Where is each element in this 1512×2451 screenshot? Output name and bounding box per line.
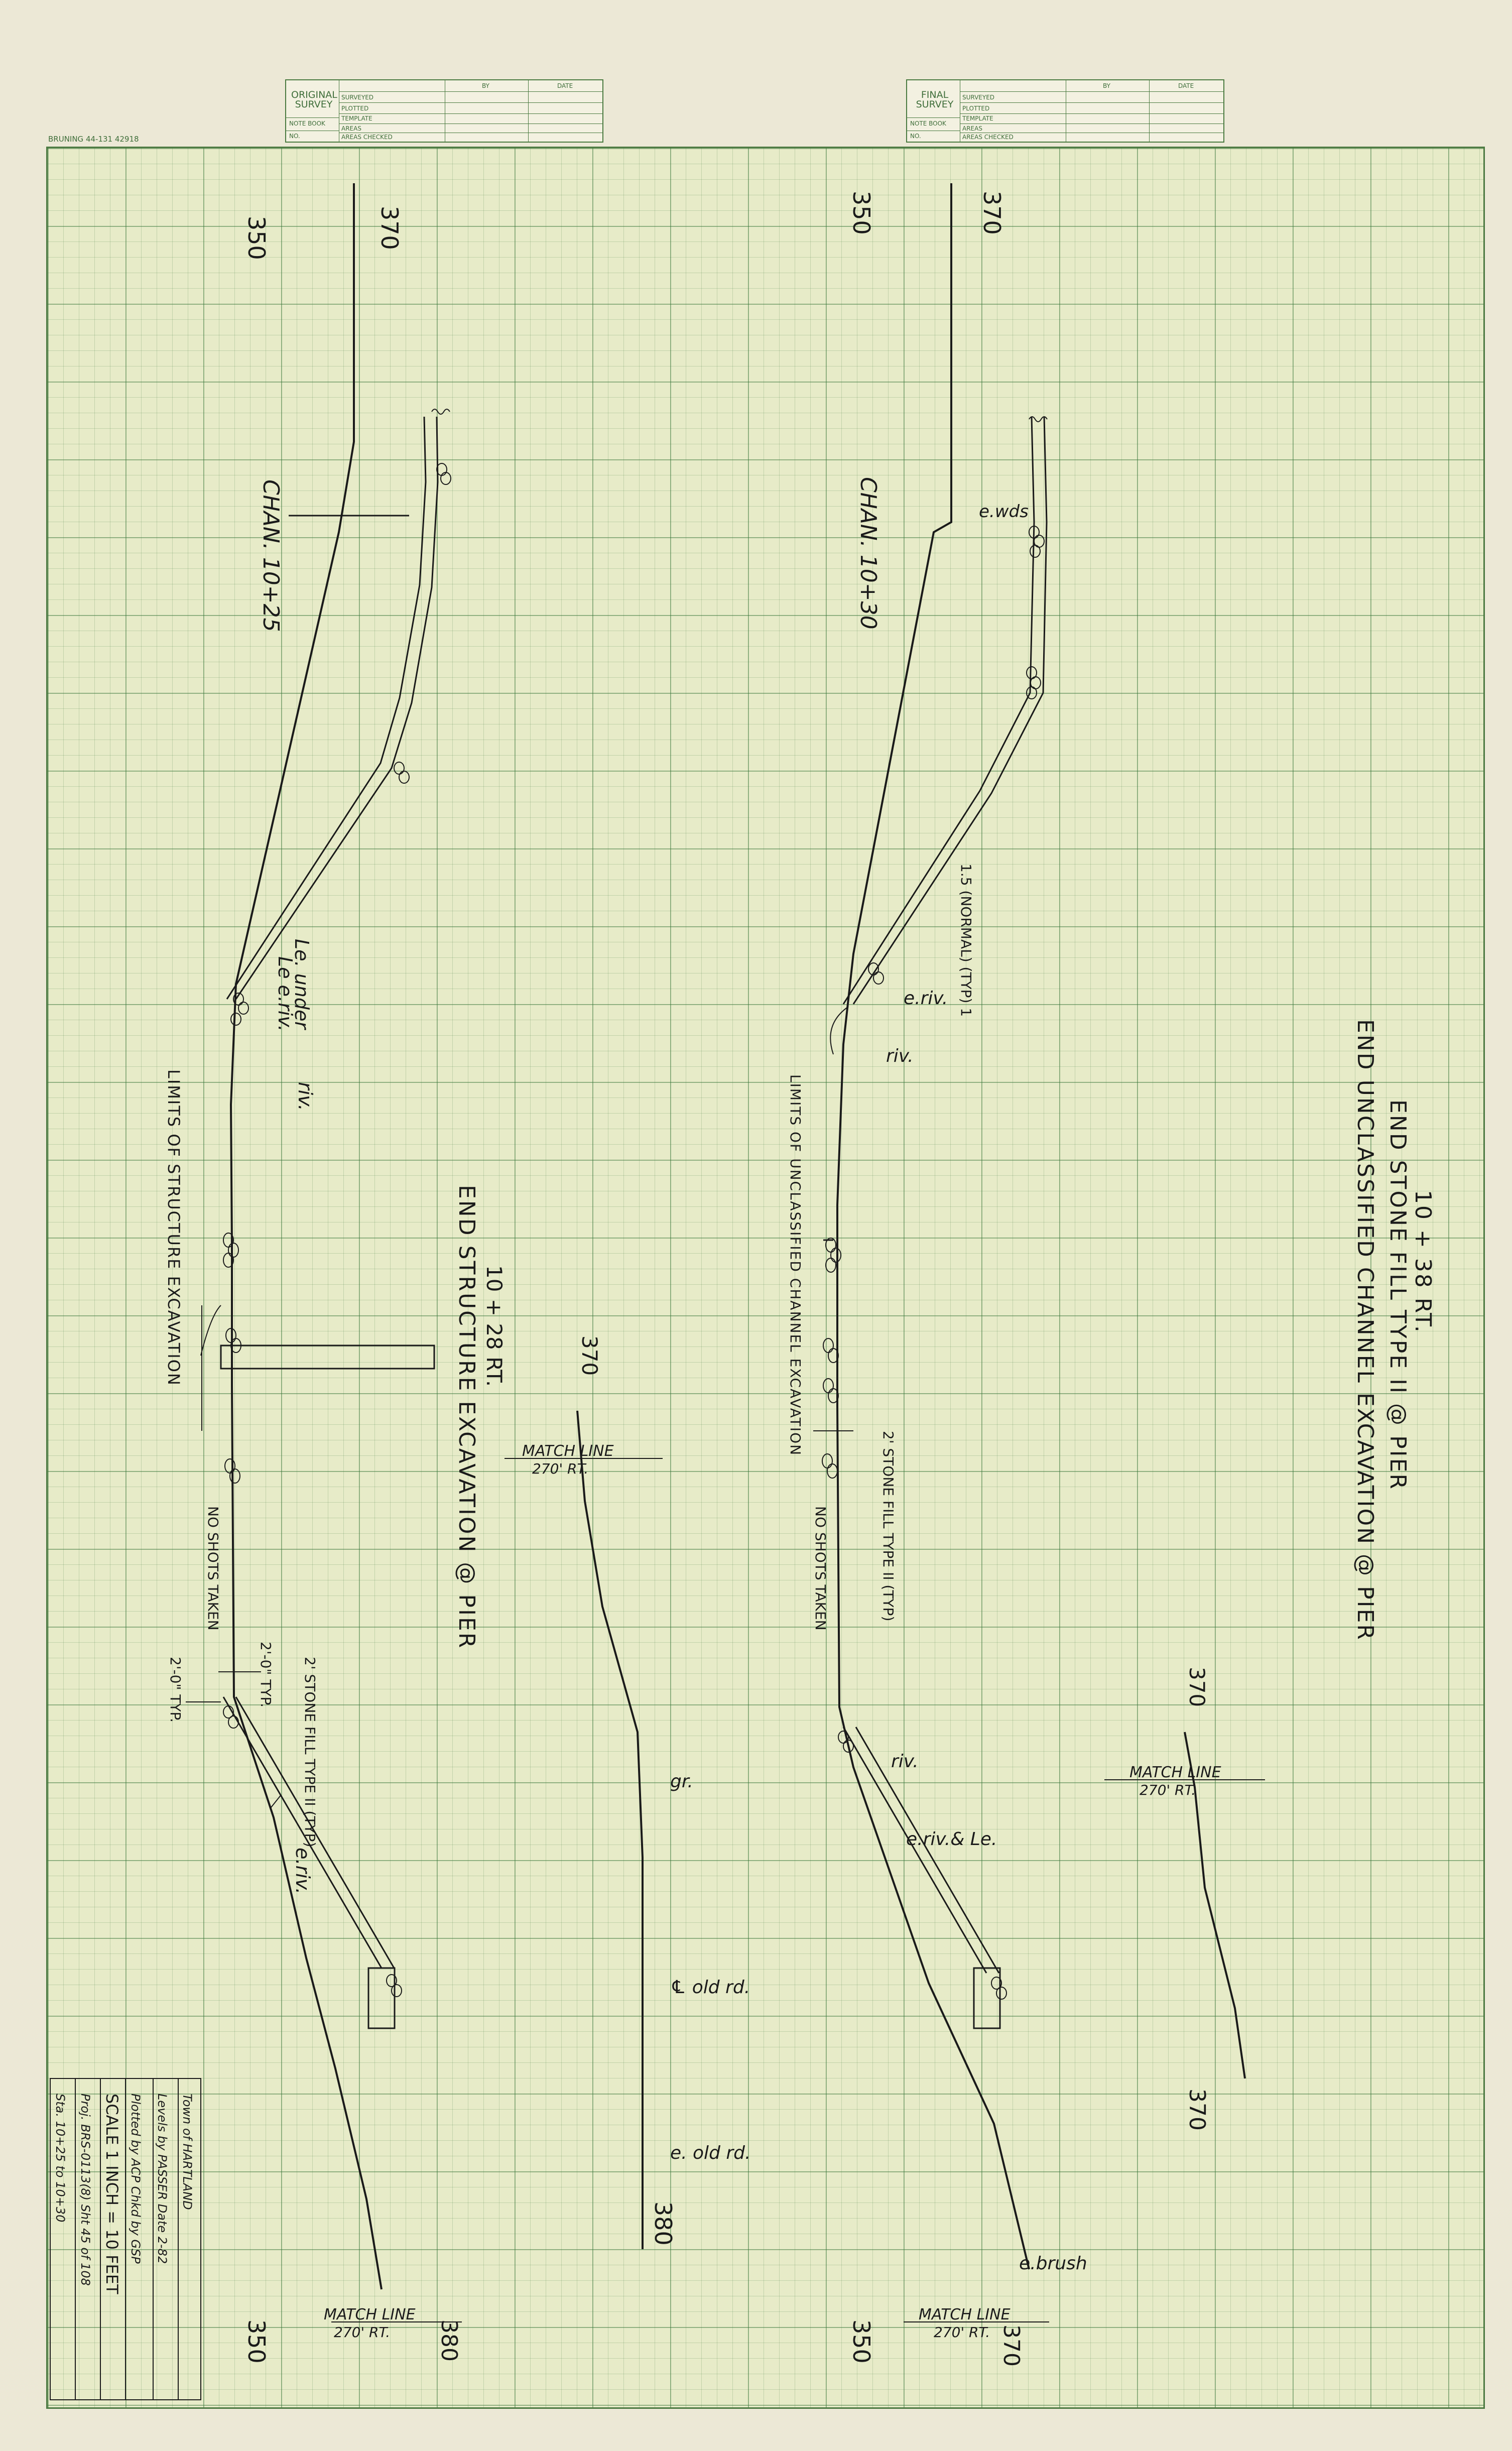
elev-370-far-right-bottom: 370 <box>1184 2089 1210 2131</box>
stamp-box <box>50 2078 201 2400</box>
survey-label: FINAL SURVEY <box>916 89 954 110</box>
left-section-text: 350 370 CHAN. 10+25 Le. under Le e.riv. … <box>164 206 507 2364</box>
no-label: NO. <box>289 133 300 140</box>
chan-label-right: CHAN. 10+30 <box>855 477 881 630</box>
title-block-original: ORIGINAL SURVEY NOTE BOOK NO. SURVEYED P… <box>285 79 603 143</box>
row-surveyed: SURVEYED <box>341 94 374 101</box>
no-label: NO. <box>910 133 921 140</box>
far-right-text: 10 + 38 RT. END STONE FILL TYPE II @ PIE… <box>1129 1019 1436 2131</box>
stone-fill-left: 2' STONE FILL TYPE II (TYP) <box>302 1657 318 1847</box>
stamp-plotted: Plotted by ACP Chkd by GSP <box>129 2094 143 2264</box>
match-rt-far-right: 270' RT. <box>1140 1782 1196 1798</box>
row-plotted: PLOTTED <box>962 105 990 112</box>
stamp-text: Town of HARTLAND Levels by PASSER Date 2… <box>53 2094 194 2294</box>
manufacturer-label: BRUNING 44-131 42918 <box>48 135 139 144</box>
e-wds-label: e.wds <box>979 502 1029 522</box>
notebook-label: NOTE BOOK <box>910 120 946 127</box>
row-areas-checked: AREAS CHECKED <box>341 134 393 141</box>
dim-top-label: 2'-0" TYP. <box>258 1642 274 1707</box>
gr-label: gr. <box>670 1771 693 1792</box>
row-plotted: PLOTTED <box>341 105 369 112</box>
match-line-far-right: MATCH LINE <box>1129 1764 1221 1781</box>
elev-370-top-left: 370 <box>376 206 403 250</box>
elev-370-top-right: 370 <box>978 191 1005 235</box>
match-rt-bottom-left: 270' RT. <box>334 2324 390 2341</box>
end-channel-label: END UNCLASSIFIED CHANNEL EXCAVATION @ PI… <box>1352 1019 1378 1641</box>
e-riv-left: e.riv. <box>292 1848 314 1894</box>
right-section-linework <box>813 183 1049 2322</box>
middle-section-linework <box>331 1410 663 2322</box>
cl-old-rd-label: ℄ old rd. <box>670 1977 750 1998</box>
stamp-sta: Sta. 10+25 to 10+30 <box>53 2094 67 2222</box>
match-rt-bottom-right: 270' RT. <box>934 2324 990 2341</box>
e-riv-right: e.riv. <box>904 988 948 1009</box>
station-right: 10 + 38 RT. <box>1410 1190 1436 1334</box>
elev-380-middle: 380 <box>650 2201 677 2246</box>
stamp-project: Proj. BRS-0113(8) Sht 45 of 108 <box>78 2094 92 2286</box>
limits-structure-label: LIMITS OF STRUCTURE EXCAVATION <box>164 1069 183 1386</box>
title-block-final: FINAL SURVEY NOTE BOOK NO. SURVEYED PLOT… <box>906 79 1224 143</box>
elev-350-bottom-right: 350 <box>848 2319 875 2364</box>
stone-fill-right: 2' STONE FILL TYPE II (TYP) <box>880 1431 897 1621</box>
limits-channel-label: LIMITS OF UNCLASSIFIED CHANNEL EXCAVATIO… <box>787 1074 804 1456</box>
le-eriv-label: Le e.riv. <box>274 956 296 1032</box>
right-section-symbols <box>822 526 1045 2000</box>
row-areas: AREAS <box>341 125 361 132</box>
row-template: TEMPLATE <box>962 115 993 122</box>
elev-380-bottom: 380 <box>436 2319 462 2362</box>
station-left: 10 + 28 RT. <box>482 1265 507 1387</box>
end-structure-label: END STRUCTURE EXCAVATION @ PIER <box>454 1185 479 1649</box>
row-template: TEMPLATE <box>341 115 372 122</box>
notebook-label: NOTE BOOK <box>289 120 325 127</box>
riv-label-left: riv. <box>294 1082 316 1111</box>
le-under-label: Le. under <box>291 939 313 1030</box>
col-by: BY <box>1103 82 1110 89</box>
row-areas-checked: AREAS CHECKED <box>962 134 1014 141</box>
match-rt-middle: 270' RT. <box>532 1460 588 1477</box>
match-line-bottom-left: MATCH LINE <box>324 2306 416 2323</box>
riv-right: riv. <box>886 1046 914 1066</box>
e-brush-label: e.brush <box>1019 2253 1087 2274</box>
right-section-text: 350 370 CHAN. 10+30 e.wds 1.5 (NORMAL) (… <box>787 191 1087 2367</box>
left-section-linework <box>186 183 450 2290</box>
stamp-scale: SCALE 1 INCH = 10 FEET <box>102 2094 121 2294</box>
stamp-levels: Levels by PASSER Date 2-82 <box>155 2094 169 2264</box>
e-old-rd-label: e. old rd. <box>670 2143 750 2163</box>
graph-paper-grid <box>46 147 1485 2409</box>
chan-label-left: CHAN. 10+25 <box>258 479 284 632</box>
no-shots-right: NO SHOTS TAKEN <box>812 1506 829 1631</box>
stamp-town: Town of HARTLAND <box>180 2094 194 2210</box>
e-riv-le-label: e.riv.& Le. <box>906 1829 997 1850</box>
middle-section-text: 370 MATCH LINE 270' RT. gr. ℄ old rd. e.… <box>324 1335 750 2362</box>
end-stone-fill-label: END STONE FILL TYPE II @ PIER <box>1385 1099 1411 1491</box>
far-right-linework <box>1104 1732 1265 2079</box>
slope-label: 1.5 (NORMAL) (TYP) 1 <box>958 864 974 1017</box>
dim-side-label: 2'-0" TYP. <box>167 1657 184 1723</box>
row-areas: AREAS <box>962 125 982 132</box>
elev-350-top-right: 350 <box>848 191 875 235</box>
col-date: DATE <box>1178 82 1194 89</box>
elev-370-middle: 370 <box>577 1335 602 1376</box>
survey-label: ORIGINAL SURVEY <box>291 89 337 110</box>
elev-350-top-left: 350 <box>243 216 270 260</box>
match-line-bottom-right: MATCH LINE <box>919 2306 1011 2323</box>
col-date: DATE <box>557 82 573 89</box>
elev-370-bottom-right: 370 <box>998 2324 1024 2367</box>
col-by: BY <box>482 82 489 89</box>
match-line-middle: MATCH LINE <box>522 1442 614 1460</box>
elev-370-far-right: 370 <box>1185 1667 1209 1707</box>
left-section-symbols <box>223 463 451 1997</box>
elev-350-bottom-left: 350 <box>243 2319 270 2364</box>
no-shots-left: NO SHOTS TAKEN <box>205 1506 221 1631</box>
riv-right-lower: riv. <box>891 1751 919 1772</box>
row-surveyed: SURVEYED <box>962 94 995 101</box>
